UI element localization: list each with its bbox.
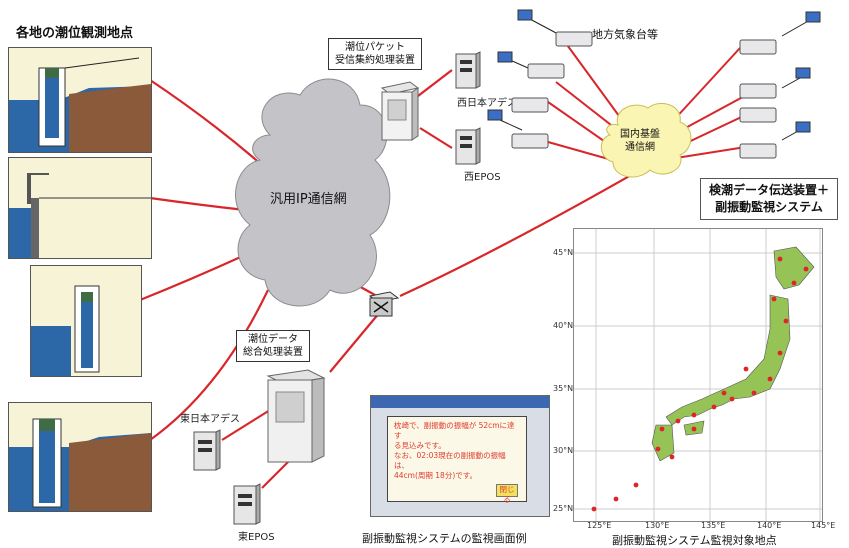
alert-line: なお、02:03現在の副振動の振幅は、 [394, 451, 506, 470]
window-titlebar [371, 396, 549, 408]
tide-station-panel [30, 265, 142, 377]
close-button[interactable]: 閉じる [496, 484, 518, 504]
lon-tick: 125°E [587, 521, 612, 530]
lon-tick: 140°E [757, 521, 782, 530]
alert-line: る見込みです。 [394, 441, 446, 450]
total-processor-label: 潮位データ 総合処理装置 [236, 330, 310, 362]
alert-line: 44cm(周期 18分)です。 [394, 471, 478, 480]
domestic-network-label: 国内基盤 通信網 [620, 129, 660, 153]
tide-station-panel [8, 47, 152, 153]
packet-receiver-label: 潮位パケット 受信集約処理装置 [328, 38, 422, 70]
tide-station-panel [8, 402, 152, 512]
lon-tick: 135°E [701, 521, 726, 530]
local-met-label: 地方気象台等 [592, 28, 658, 41]
map-caption: 副振動監視システム監視対象地点 [612, 534, 777, 547]
japan-map [573, 228, 823, 522]
west-epos-server-icon [455, 127, 481, 165]
lat-tick: 40°N [553, 321, 574, 330]
lon-tick: 130°E [645, 521, 670, 530]
stations-title: 各地の潮位観測地点 [16, 26, 134, 41]
east-epos-server-icon [233, 483, 261, 525]
total-server-icon [266, 369, 326, 463]
lat-tick: 45°N [553, 248, 574, 257]
west-ades-server-icon [455, 51, 481, 89]
router-icon [368, 291, 400, 317]
east-ades-server-icon [193, 429, 221, 471]
lat-tick: 30°N [553, 446, 574, 455]
lat-tick: 35°N [553, 384, 574, 393]
lat-tick: 25°N [553, 504, 574, 513]
alert-line: 枕崎で、副振動の振幅が 52cmに達す [394, 421, 515, 440]
east-ades-label: 東日本アデス [180, 414, 240, 425]
screen-caption: 副振動監視システムの監視画面例 [362, 532, 527, 545]
tide-station-panel [8, 157, 152, 259]
alert-dialog: 枕崎で、副振動の振幅が 52cmに達す る見込みです。 なお、02:03現在の副… [387, 416, 527, 504]
west-epos-label: 西EPOS [464, 172, 501, 183]
transmit-system-label: 検潮データ伝送装置＋ 副振動監視システム [700, 178, 839, 220]
monitor-screen-example: 枕崎で、副振動の振幅が 52cmに達す る見込みです。 なお、02:03現在の副… [370, 395, 550, 517]
ip-network-cloud [235, 78, 391, 307]
lon-tick: 145°E [811, 521, 836, 530]
packet-server-icon [380, 81, 420, 141]
ip-network-label: 汎用IP通信網 [270, 192, 347, 207]
east-epos-label: 東EPOS [238, 532, 275, 543]
domestic-network-cloud [600, 103, 692, 178]
west-ades-label: 西日本アデス [457, 98, 517, 109]
